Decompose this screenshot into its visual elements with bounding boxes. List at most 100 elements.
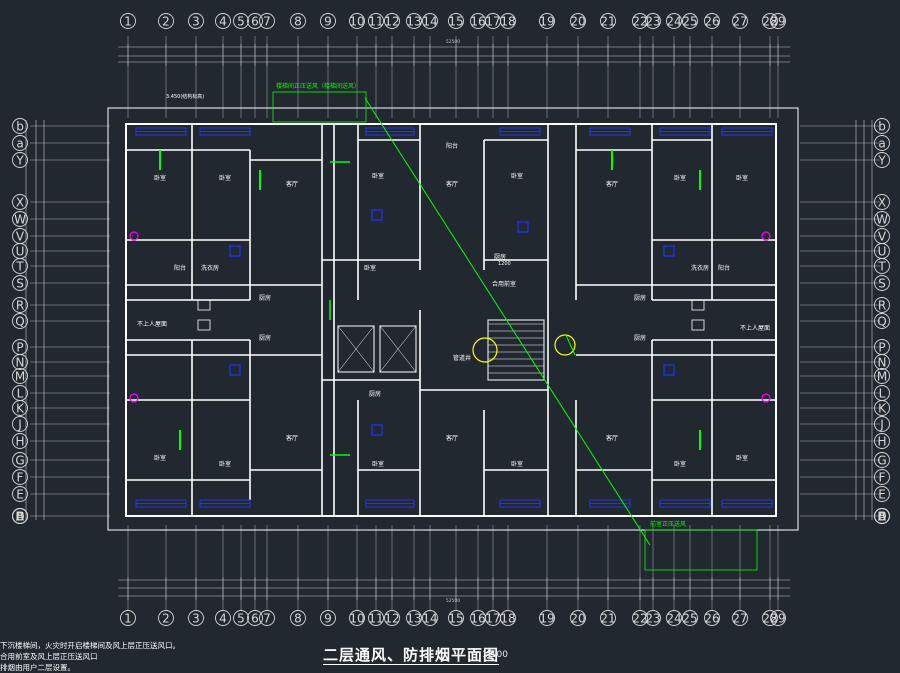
note-line: 合用前室及风上层正压送风口 bbox=[0, 652, 98, 661]
general-notes: 下沉楼梯间，火灾时开启楼梯间及风上层正压送风口。 合用前室及风上层正压送风口 排… bbox=[0, 640, 180, 673]
axis-bubble-letter: E bbox=[16, 488, 24, 502]
axis-bubble-circle bbox=[12, 400, 28, 416]
axis-bubble-number: 27 bbox=[732, 15, 747, 29]
axis-bubble-circle bbox=[120, 13, 136, 29]
axis-bubble-F: F bbox=[874, 469, 890, 485]
annotation-box-top bbox=[272, 91, 367, 123]
axis-bubble-10: 10 bbox=[349, 610, 365, 626]
room-label-bedroom: 卧室 bbox=[372, 172, 384, 180]
axis-bubble-circle bbox=[12, 508, 28, 524]
room-label-living: 客厅 bbox=[286, 434, 298, 442]
axis-grid-lines bbox=[30, 36, 880, 610]
room-label-bedroom: 卧室 bbox=[364, 264, 376, 272]
axis-bubble-8: 8 bbox=[290, 610, 306, 626]
stair-outline bbox=[487, 319, 545, 381]
room-label-bedroom: 卧室 bbox=[736, 174, 748, 182]
axis-bubble-letter: W bbox=[876, 213, 888, 227]
walls bbox=[107, 107, 799, 531]
stair-fan-symbol bbox=[554, 334, 576, 356]
axis-bubble-letter: S bbox=[16, 277, 24, 291]
axis-bubble-circle bbox=[762, 13, 778, 29]
axis-bubble-letter: T bbox=[15, 260, 24, 274]
room-label-bedroom: 卧室 bbox=[154, 174, 166, 182]
stove-fixture bbox=[197, 319, 211, 331]
axis-bubble-letter: X bbox=[878, 196, 886, 210]
axis-bubble-number: 21 bbox=[600, 15, 615, 29]
axis-bubble-circle bbox=[874, 469, 890, 485]
drawing-title: 二层通风、防排烟平面图 bbox=[323, 646, 500, 664]
axis-bubble-circle bbox=[12, 416, 28, 432]
axis-bubble-letter: F bbox=[17, 471, 24, 485]
axis-bubble-circle bbox=[12, 313, 28, 329]
fixtures bbox=[129, 209, 771, 436]
axis-bubble-number: 4 bbox=[219, 612, 227, 626]
stove-fixture bbox=[691, 319, 705, 331]
axis-bubble-number: 14 bbox=[422, 15, 437, 29]
axis-bubble-29: 29 bbox=[770, 13, 786, 29]
axis-bubble-circle bbox=[422, 13, 438, 29]
axis-bubble-letter: F bbox=[879, 471, 886, 485]
axis-bubble-letter: B bbox=[16, 510, 24, 524]
total-dimension-label: 52500 bbox=[446, 39, 460, 45]
axis-bubble-number: 19 bbox=[539, 15, 554, 29]
axis-bubble-24: 24 bbox=[666, 13, 682, 29]
axis-bubble-circle bbox=[666, 13, 682, 29]
axis-bubble-N: N bbox=[12, 354, 28, 370]
axis-bubble-K: K bbox=[874, 400, 890, 416]
axis-bubble-circle bbox=[290, 13, 306, 29]
axis-bubble-circle bbox=[539, 610, 555, 626]
axis-bubble-number: 8 bbox=[294, 15, 302, 29]
axis-bubble-U: U bbox=[874, 243, 890, 259]
axis-bubble-circle bbox=[158, 13, 174, 29]
axis-bubble-letter: G bbox=[15, 454, 24, 468]
axis-bubble-letter: T bbox=[877, 260, 886, 274]
axis-bubble-16: 16 bbox=[470, 610, 486, 626]
axis-bubble-circle bbox=[12, 135, 28, 151]
axis-bubble-letter: G bbox=[877, 454, 886, 468]
axis-bubble-8: 8 bbox=[290, 13, 306, 29]
axis-bubble-circle bbox=[682, 13, 698, 29]
axis-bubble-circle bbox=[368, 610, 384, 626]
axis-bubble-circle bbox=[874, 258, 890, 274]
axis-bubble-circle bbox=[320, 610, 336, 626]
room-label-kitchen: 厨房 bbox=[494, 253, 506, 261]
axis-bubble-number: 22 bbox=[632, 15, 647, 29]
axis-bubble-circle bbox=[233, 13, 249, 29]
axis-bubble-letter: N bbox=[16, 356, 25, 370]
axis-bubble-circle bbox=[12, 486, 28, 502]
axis-bubble-number: 24 bbox=[666, 15, 681, 29]
axis-bubble-circle bbox=[158, 610, 174, 626]
axis-bubble-circle bbox=[349, 610, 365, 626]
sink-fixture bbox=[663, 364, 675, 376]
stove-fixture bbox=[197, 299, 211, 311]
axis-bubble-5: 5 bbox=[233, 610, 249, 626]
room-label-bedroom: 卧室 bbox=[219, 460, 231, 468]
axis-bubble-circle bbox=[247, 13, 263, 29]
axis-bubble-21: 21 bbox=[600, 13, 616, 29]
axis-bubble-14: 14 bbox=[422, 610, 438, 626]
axis-bubble-X: X bbox=[12, 194, 28, 210]
axis-bubble-letter: V bbox=[878, 230, 887, 244]
axis-bubble-letter: Y bbox=[15, 154, 24, 168]
axis-bubble-letter: C bbox=[16, 510, 24, 524]
axis-bubble-circle bbox=[12, 354, 28, 370]
axis-bubble-number: 19 bbox=[539, 612, 554, 626]
axis-bubble-number: 17 bbox=[485, 15, 500, 29]
axis-bubble-letter: R bbox=[16, 299, 24, 313]
axis-bubble-a: a bbox=[12, 135, 28, 151]
axis-bubble-N: N bbox=[874, 354, 890, 370]
axis-bubble-number: 29 bbox=[770, 15, 785, 29]
axis-bubble-circle bbox=[384, 13, 400, 29]
axis-bubble-7: 7 bbox=[259, 13, 275, 29]
room-label-living: 客厅 bbox=[286, 180, 298, 188]
axis-bubble-13: 13 bbox=[406, 610, 422, 626]
dimension-annotation: 1200 bbox=[498, 261, 511, 267]
elevation-note: 3.450(结构标高) bbox=[166, 93, 204, 100]
axis-bubble-circle bbox=[349, 13, 365, 29]
axis-bubble-1: 1 bbox=[120, 13, 136, 29]
axis-bubble-6: 6 bbox=[247, 610, 263, 626]
axis-bubble-circle bbox=[12, 275, 28, 291]
axis-bubble-J: J bbox=[12, 416, 28, 432]
axis-bubble-letter: U bbox=[16, 245, 25, 259]
room-label-living: 客厅 bbox=[446, 180, 458, 188]
